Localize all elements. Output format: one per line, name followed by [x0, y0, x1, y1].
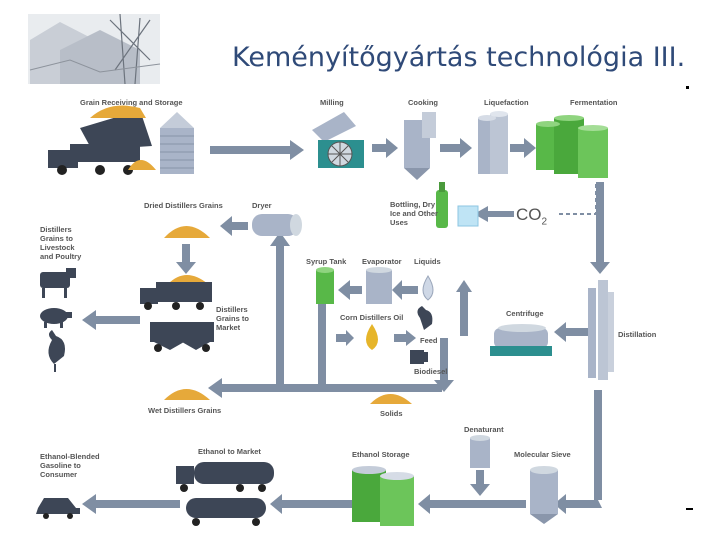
dump-truck-icon	[48, 105, 156, 175]
arrow-cooking-to-liquefaction	[440, 138, 472, 158]
ethanol-storage-tanks-icon	[352, 466, 414, 526]
oil-drop-icon	[366, 324, 378, 350]
arrow-market-to-consumer	[82, 494, 180, 514]
arrow-centrifuge-down	[440, 338, 448, 380]
tanker-truck-icon	[176, 462, 274, 492]
arrow-solids-line	[218, 384, 442, 392]
syrup-tank-icon	[316, 267, 334, 304]
arrow-syrup-down	[318, 304, 326, 388]
arrow-market-to-livestock	[82, 310, 140, 330]
arrow-corn-oil-in	[336, 330, 354, 346]
label-syrup-tank: Syrup Tank	[306, 257, 347, 266]
label-bottling: Bottling, Dry Ice and Other Uses	[390, 200, 438, 227]
chicken-icon	[48, 330, 65, 372]
label-centrifuge: Centrifuge	[506, 309, 544, 318]
arrow-fermentation-to-distillation	[590, 182, 610, 274]
label-biodiesel: Biodiesel	[414, 367, 448, 376]
arrow-milling-to-cooking	[372, 138, 398, 158]
label-solids: Solids	[380, 409, 403, 418]
label-corn-oil: Corn Distillers Oil	[340, 313, 404, 322]
label-denaturant: Denaturant	[464, 425, 504, 434]
arrow-storage-to-market	[270, 494, 366, 514]
liquid-drop-icon	[422, 275, 434, 301]
arrow-receiving-to-milling	[210, 140, 304, 160]
tank-railcar-icon	[186, 498, 266, 526]
label-distillers-to-market: Distillers Grains to Market	[216, 305, 249, 332]
arrow-sieve-to-storage	[418, 494, 526, 514]
denaturant-tank-icon	[470, 435, 490, 468]
label-liquefaction: Liquefaction	[484, 98, 529, 107]
dry-ice-icon	[457, 205, 479, 227]
arrow-distillation-to-centrifuge	[554, 322, 590, 342]
dryer-icon	[252, 214, 302, 236]
label-feed: Feed	[420, 336, 438, 345]
label-milling: Milling	[320, 98, 344, 107]
liquefaction-tanks-icon	[478, 111, 508, 174]
car-icon	[36, 498, 80, 519]
label-fermentation: Fermentation	[570, 98, 618, 107]
label-co2: CO2	[516, 205, 548, 228]
page-title: Keményítőgyártás technológia III.	[232, 42, 686, 73]
label-ethanol-to-market: Ethanol to Market	[198, 447, 261, 456]
label-liquids: Liquids	[414, 257, 441, 266]
bottle-icon	[436, 182, 448, 228]
label-cooking: Cooking	[408, 98, 438, 107]
arrow-evaporator-to-syrup	[338, 280, 362, 300]
label-grain-receiving: Grain Receiving and Storage	[80, 98, 183, 107]
flow-arrows	[82, 138, 610, 514]
header-photo	[28, 13, 161, 85]
molecular-sieve-icon	[530, 466, 558, 524]
arrow-centrifuge-up	[460, 288, 468, 336]
cooking-vessel-icon	[404, 112, 436, 180]
cow-icon	[40, 268, 76, 298]
distillation-columns-icon	[588, 280, 614, 380]
solids-pile-icon	[370, 394, 412, 404]
evaporator-icon	[366, 267, 392, 304]
arrow-return-vertical	[276, 240, 284, 390]
label-wet-distillers: Wet Distillers Grains	[148, 406, 222, 415]
label-ethanol-storage: Ethanol Storage	[352, 450, 410, 459]
hopper-railcar-icon	[150, 322, 214, 352]
label-livestock: Distillers Grains to Livestock and Poult…	[40, 225, 82, 261]
label-molecular-sieve: Molecular Sieve	[514, 450, 571, 459]
arrow-dryer-to-ddg	[220, 216, 248, 236]
pig-icon	[40, 308, 72, 328]
arrow-liquefaction-to-fermentation	[510, 138, 536, 158]
arrow-denaturant-down	[476, 470, 484, 484]
arrow-liquids-to-evaporator	[392, 280, 418, 300]
market-truck-icon	[140, 275, 212, 310]
arrow-distillation-down	[594, 390, 602, 500]
silo-icon	[160, 112, 194, 174]
label-ethanol-blended: Ethanol-Blended Gasoline to Consumer	[40, 452, 100, 479]
hammer-mill-icon	[312, 112, 364, 168]
arrow-ddg-down	[182, 244, 190, 264]
wdg-pile-icon	[164, 389, 210, 400]
centrifuge-icon	[490, 324, 552, 356]
co2-dashed-line	[556, 184, 597, 215]
decorative-dash	[686, 508, 693, 510]
arrow-co2-to-bottling	[474, 206, 488, 222]
ddg-pile-icon	[164, 226, 210, 238]
arrow-corn-oil-out	[394, 334, 408, 342]
label-evaporator: Evaporator	[362, 257, 402, 266]
decorative-dot	[686, 86, 689, 89]
arrow-to-sieve	[554, 494, 602, 514]
label-dried-distillers-grains: Dried Distillers Grains	[144, 201, 223, 210]
label-distillation: Distillation	[618, 330, 657, 339]
chicken-small-icon	[417, 306, 433, 330]
fermentation-tanks-icon	[536, 115, 608, 178]
label-dryer: Dryer	[252, 201, 272, 210]
biodiesel-pump-icon	[410, 350, 428, 364]
